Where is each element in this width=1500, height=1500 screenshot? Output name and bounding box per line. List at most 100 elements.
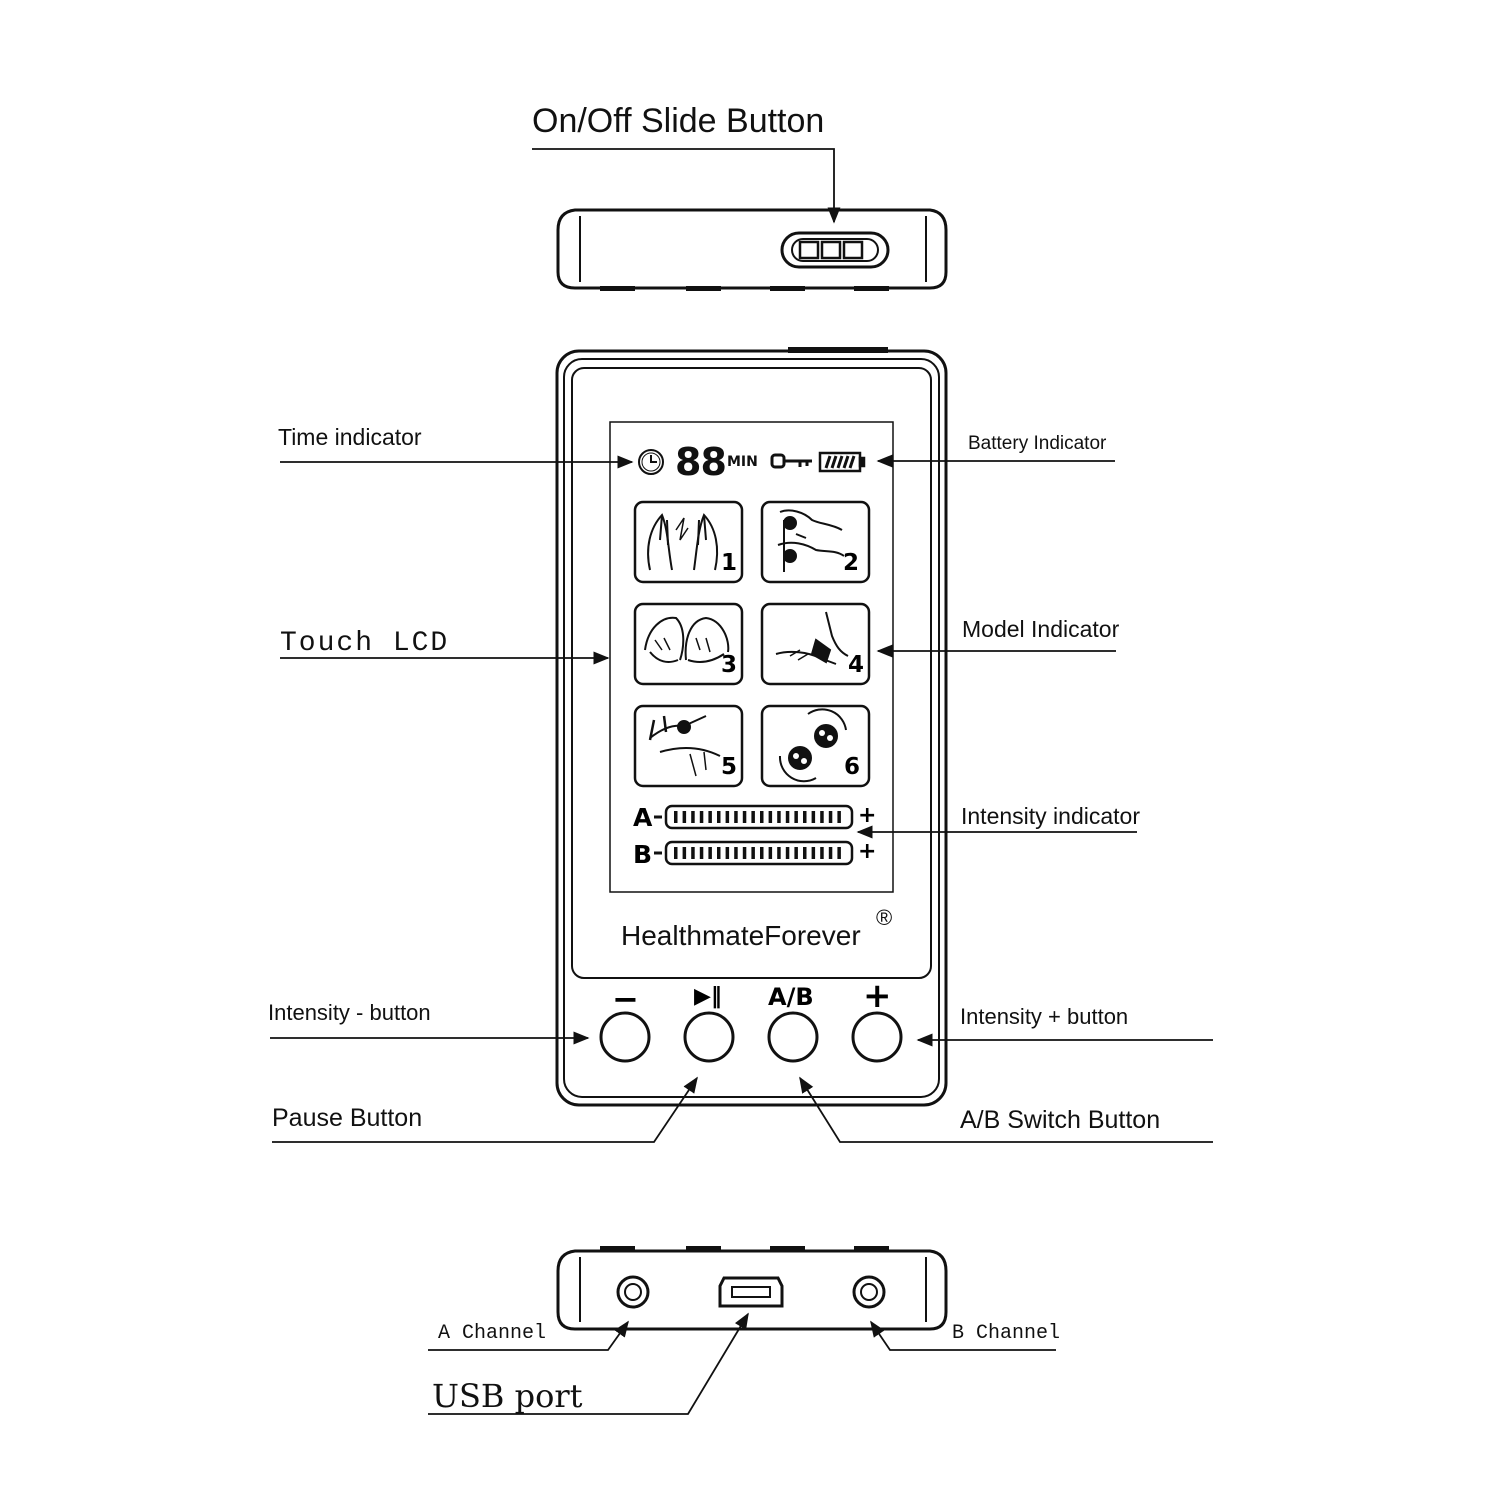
time-digits: 88 xyxy=(675,440,727,484)
intensity-segment xyxy=(725,811,730,823)
mode-number-2: 2 xyxy=(843,550,860,576)
onoff-label: On/Off Slide Button xyxy=(532,102,825,140)
intensity-segment xyxy=(717,847,721,859)
intensity-segment xyxy=(820,811,824,823)
intensity-segment xyxy=(699,811,704,823)
touch-lcd-label: Touch LCD xyxy=(280,628,450,659)
mode-number-1: 1 xyxy=(721,550,738,576)
intensity-segment xyxy=(777,811,781,823)
device-bottom-view xyxy=(556,1246,948,1331)
ab-button-label: A/B xyxy=(768,983,814,1011)
intensity-segment xyxy=(717,811,721,823)
mode-number-6: 6 xyxy=(844,754,861,780)
mode-tile-4[interactable] xyxy=(760,602,871,686)
intensity-segment xyxy=(699,847,704,859)
channel-a-plus: + xyxy=(858,803,877,828)
intensity-indicator-label: Intensity indicator xyxy=(961,803,1140,829)
device-top-view xyxy=(556,208,948,291)
intensity-segment xyxy=(751,811,755,823)
a-channel-jack[interactable] xyxy=(616,1275,650,1309)
intensity-plus-button[interactable] xyxy=(851,1011,903,1063)
finger-massage-icon xyxy=(777,509,845,572)
intensity-minus-label: Intensity - button xyxy=(268,1000,431,1025)
intensity-segment xyxy=(708,811,712,823)
kneading-hands-icon xyxy=(644,616,730,663)
channel-b-plus: + xyxy=(858,839,877,864)
ab-switch-label: A/B Switch Button xyxy=(960,1106,1161,1134)
intensity-segment xyxy=(708,847,712,859)
device-front-body xyxy=(555,347,948,1107)
a-channel-label: A Channel xyxy=(438,1322,547,1345)
minus-button-label: − xyxy=(612,980,639,1018)
intensity-plus-label: Intensity + button xyxy=(960,1004,1129,1029)
intensity-segment xyxy=(837,847,841,859)
mode-tile-6[interactable] xyxy=(760,704,871,788)
pause-button-label: Pause Button xyxy=(272,1104,423,1132)
pause-button[interactable] xyxy=(683,1011,735,1063)
intensity-segment xyxy=(828,811,833,823)
battery-icon xyxy=(818,451,866,473)
brand-name: HealthmateForever xyxy=(621,920,861,951)
intensity-segment xyxy=(837,811,841,823)
battery-indicator-label: Battery Indicator xyxy=(968,433,1107,454)
channel-b-letter: B xyxy=(633,840,653,869)
intensity-segment xyxy=(751,847,755,859)
intensity-segment xyxy=(760,811,764,823)
mode-tile-5[interactable] xyxy=(633,704,744,788)
mode-tile-2[interactable] xyxy=(760,500,871,584)
mode-tile-3[interactable] xyxy=(633,602,744,686)
plus-button-label: + xyxy=(863,976,892,1016)
channel-a-letter: A xyxy=(633,803,653,832)
intensity-segment xyxy=(785,811,790,823)
clock-icon xyxy=(638,449,664,475)
intensity-segment xyxy=(794,811,798,823)
intensity-segment xyxy=(691,847,695,859)
intensity-segment xyxy=(811,811,816,823)
model-indicator-label: Model Indicator xyxy=(962,616,1120,642)
tapping-hand-icon xyxy=(775,611,849,665)
usb-port-label: USB port xyxy=(432,1377,583,1415)
intensity-minus-button[interactable] xyxy=(599,1011,651,1063)
intensity-bar-b xyxy=(654,840,854,866)
intensity-segment xyxy=(682,811,687,823)
mode-tiles xyxy=(633,500,871,788)
intensity-bar-a xyxy=(654,804,854,830)
intensity-segment xyxy=(803,811,807,823)
intensity-segment xyxy=(691,811,695,823)
ab-switch-button[interactable] xyxy=(767,1011,819,1063)
callout-lines xyxy=(270,148,1213,1415)
intensity-ticks xyxy=(674,811,841,859)
hands-icon xyxy=(647,513,719,571)
key-lock-icon xyxy=(770,453,812,469)
intensity-segment xyxy=(768,847,773,859)
b-channel-jack[interactable] xyxy=(852,1275,886,1309)
intensity-segment xyxy=(785,847,790,859)
circular-massage-icon xyxy=(778,708,847,783)
intensity-segment xyxy=(794,847,798,859)
intensity-segment xyxy=(768,811,773,823)
intensity-segment xyxy=(742,811,747,823)
b-channel-label: B Channel xyxy=(952,1322,1061,1345)
intensity-segment xyxy=(760,847,764,859)
intensity-segment xyxy=(725,847,730,859)
mode-number-5: 5 xyxy=(721,754,738,780)
mode-tile-1[interactable] xyxy=(633,500,744,584)
intensity-segment xyxy=(734,847,738,859)
mode-number-4: 4 xyxy=(848,652,865,678)
usb-port[interactable] xyxy=(718,1276,784,1308)
pressing-hand-icon xyxy=(648,715,721,777)
intensity-segment xyxy=(803,847,807,859)
intensity-segment xyxy=(682,847,687,859)
onoff-slide-switch[interactable] xyxy=(780,231,890,269)
intensity-segment xyxy=(811,847,816,859)
intensity-segment xyxy=(828,847,833,859)
intensity-segment xyxy=(777,847,781,859)
time-unit: MIN xyxy=(727,454,758,470)
intensity-segment xyxy=(742,847,747,859)
play-pause-button-label: ▶‖ xyxy=(694,984,722,1009)
registered-mark: ® xyxy=(876,905,893,930)
intensity-segment xyxy=(674,811,678,823)
mode-number-3: 3 xyxy=(721,652,738,678)
